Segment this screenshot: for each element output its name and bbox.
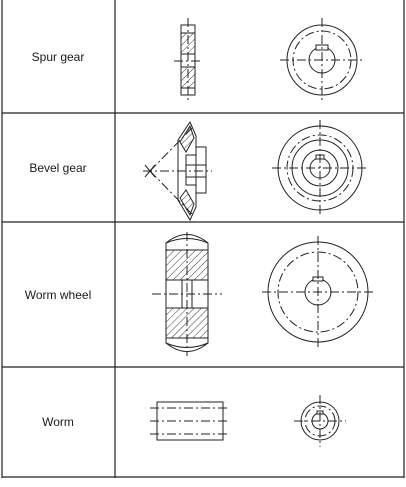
row-label-worm: Worm <box>42 415 74 429</box>
worm-wheel-front-view <box>262 236 374 348</box>
bevel-gear-front-view <box>272 120 368 216</box>
row-label-worm-wheel: Worm wheel <box>24 287 92 302</box>
spur-gear-side-view <box>174 18 202 102</box>
worm-side-view <box>150 401 230 441</box>
worm-wheel-side-view <box>152 232 222 356</box>
worm-front-view <box>294 395 346 447</box>
table-grid <box>1 0 405 478</box>
row-label-bevel-gear: Bevel gear <box>29 160 87 175</box>
bevel-gear-side-view <box>143 120 212 222</box>
spur-gear-front-view <box>280 18 364 102</box>
row-label-spur-gear: Spur gear <box>31 49 85 64</box>
